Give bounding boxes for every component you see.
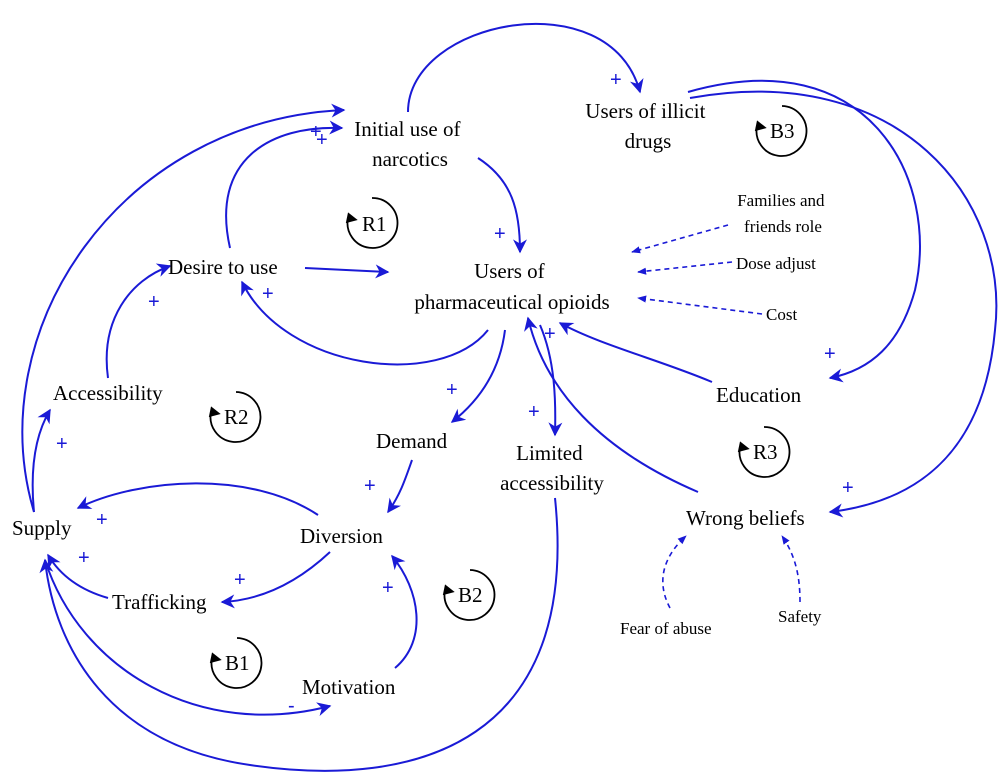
polarity-users-limited: + bbox=[528, 401, 540, 423]
svg-text:B1: B1 bbox=[225, 651, 250, 675]
link-safety-to-wrong-beliefs bbox=[781, 535, 801, 603]
link-desire-to-users-pharma bbox=[304, 264, 390, 279]
link-desire-to-initial bbox=[225, 120, 344, 249]
polarity-supply-initial: + bbox=[310, 121, 322, 143]
var-limited: Limited accessibility bbox=[500, 441, 604, 495]
var-accessibility: Accessibility bbox=[53, 381, 163, 405]
var-users-pharma: Users of pharmaceutical opioids bbox=[414, 259, 609, 314]
svg-text:B3: B3 bbox=[770, 119, 795, 143]
link-supply-to-motivation bbox=[44, 559, 332, 716]
link-initial-to-illicit bbox=[407, 22, 644, 113]
svg-text:R2: R2 bbox=[224, 405, 249, 429]
polarity-desire-users: + bbox=[262, 283, 274, 305]
var-diversion: Diversion bbox=[300, 524, 383, 548]
link-fear-to-wrong-beliefs bbox=[662, 535, 687, 609]
var-safety: Safety bbox=[778, 607, 822, 626]
svg-text:R3: R3 bbox=[753, 440, 778, 464]
var-families: Families and friends role bbox=[737, 191, 829, 236]
var-cost: Cost bbox=[766, 305, 797, 324]
polarity-users-demand: + bbox=[446, 379, 458, 401]
polarity-supply-motivation: - bbox=[288, 695, 295, 717]
polarity-diversion-trafficking: + bbox=[234, 569, 246, 591]
link-cost-to-users-pharma bbox=[637, 295, 763, 315]
link-supply-to-accessibility bbox=[31, 408, 51, 513]
polarity-supply-accessibility: + bbox=[56, 433, 68, 455]
var-demand: Demand bbox=[376, 429, 448, 453]
polarity-trafficking-supply: + bbox=[78, 547, 90, 569]
link-diversion-to-supply bbox=[76, 482, 319, 516]
link-limited-to-supply bbox=[39, 497, 559, 772]
polarity-initial-illicit: + bbox=[610, 69, 622, 91]
link-accessibility-to-desire bbox=[105, 263, 172, 379]
link-supply-to-initial bbox=[21, 103, 346, 513]
var-dose: Dose adjust bbox=[736, 254, 816, 273]
polarity-desire-initial: + bbox=[316, 129, 328, 151]
link-users-pharma-to-limited bbox=[539, 324, 563, 437]
loop-r3: R3 bbox=[737, 426, 791, 478]
loop-markers: R1 B3 R2 R3 B2 B1 bbox=[208, 105, 808, 689]
polarity-demand-diversion: + bbox=[364, 475, 376, 497]
link-illicit-to-education bbox=[687, 79, 921, 383]
var-supply: Supply bbox=[12, 516, 72, 540]
link-initial-to-users-pharma bbox=[477, 157, 527, 254]
var-motivation: Motivation bbox=[302, 675, 396, 699]
link-families-to-users-pharma bbox=[631, 224, 729, 254]
var-trafficking: Trafficking bbox=[112, 590, 207, 614]
var-desire: Desire to use bbox=[168, 255, 278, 279]
polarity-illicit-education: + bbox=[824, 343, 836, 365]
svg-text:B2: B2 bbox=[458, 583, 483, 607]
polarity-diversion-supply: + bbox=[96, 509, 108, 531]
link-education-to-users-pharma bbox=[558, 322, 713, 383]
link-users-pharma-to-desire bbox=[241, 280, 489, 366]
causal-links bbox=[21, 22, 998, 772]
polarity-illicit-wrong-beliefs: + bbox=[842, 477, 854, 499]
link-demand-to-diversion bbox=[387, 459, 413, 514]
link-illicit-to-wrong-beliefs bbox=[689, 90, 998, 518]
variable-labels: Initial use of narcotics Users of illici… bbox=[12, 99, 829, 699]
polarity-education-users: + bbox=[544, 323, 556, 345]
link-dose-to-users-pharma bbox=[637, 261, 733, 275]
polarity-accessibility-desire: + bbox=[148, 291, 160, 313]
polarity-motivation-diversion: + bbox=[382, 577, 394, 599]
polarity-signs: + + + + + + + + + + + + + + + + + - bbox=[56, 69, 854, 717]
link-users-pharma-to-demand bbox=[450, 329, 506, 423]
link-wrong-beliefs-to-users-pharma bbox=[524, 316, 699, 493]
polarity-initial-users: + bbox=[494, 223, 506, 245]
loop-b2: B2 bbox=[442, 569, 496, 621]
loop-b1: B1 bbox=[209, 637, 263, 689]
var-initial-use: Initial use of narcotics bbox=[354, 117, 465, 171]
var-fear: Fear of abuse bbox=[620, 619, 712, 638]
var-wrong-beliefs: Wrong beliefs bbox=[686, 506, 805, 530]
loop-b3: B3 bbox=[754, 105, 808, 157]
link-motivation-to-diversion bbox=[391, 554, 418, 669]
loop-r2: R2 bbox=[208, 391, 262, 443]
link-diversion-to-trafficking bbox=[220, 551, 331, 609]
var-education: Education bbox=[716, 383, 802, 407]
var-users-illicit: Users of illicit drugs bbox=[585, 99, 710, 153]
svg-text:R1: R1 bbox=[362, 212, 387, 236]
loop-r1: R1 bbox=[345, 197, 399, 249]
